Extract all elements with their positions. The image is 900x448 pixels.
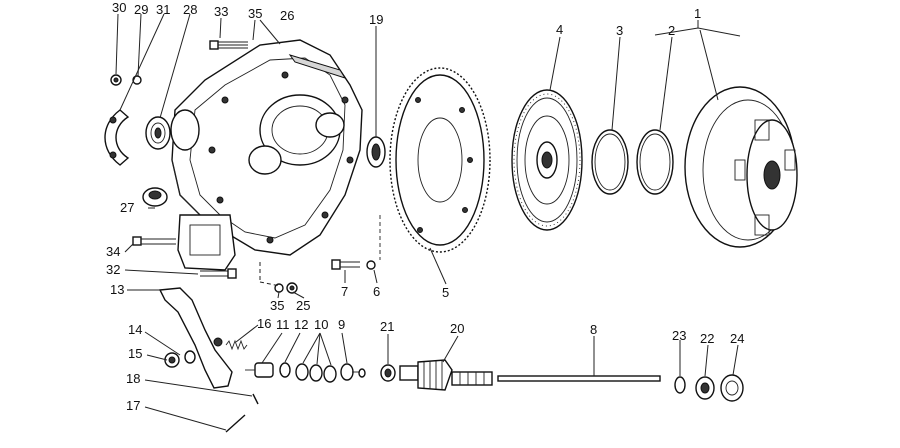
clutch-disc-4 <box>511 89 583 231</box>
washer-23 <box>674 376 686 394</box>
callout-32: 32 <box>106 262 120 277</box>
callout-labels: 30 29 31 28 33 35 26 19 4 3 2 1 27 34 32… <box>106 0 744 413</box>
callout-28: 28 <box>183 2 197 17</box>
callout-1: 1 <box>694 6 701 21</box>
callout-3: 3 <box>616 23 623 38</box>
callout-31: 31 <box>156 2 170 17</box>
plug-27 <box>142 187 168 207</box>
nut-14 <box>184 350 196 364</box>
callout-9: 9 <box>338 317 345 332</box>
bolt-34 <box>132 236 176 246</box>
flywheel-5 <box>389 67 491 253</box>
bushing-15 <box>164 352 180 368</box>
callout-5: 5 <box>442 285 449 300</box>
callout-33: 33 <box>214 4 228 19</box>
seal-12 <box>279 362 291 378</box>
callout-27: 27 <box>120 200 134 215</box>
callout-35-bottom: 35 <box>270 298 284 313</box>
bearing-22 <box>695 376 715 400</box>
bolt-33 <box>209 40 248 50</box>
callout-18: 18 <box>126 371 140 386</box>
callout-22: 22 <box>700 331 714 346</box>
release-lever-13 <box>158 287 233 389</box>
callout-23: 23 <box>672 328 686 343</box>
bolt-32 <box>200 268 237 279</box>
callout-21: 21 <box>380 319 394 334</box>
callout-2: 2 <box>668 23 675 38</box>
callout-14: 14 <box>128 322 142 337</box>
callout-8: 8 <box>590 322 597 337</box>
pin-18 <box>252 393 259 405</box>
callout-12: 12 <box>294 317 308 332</box>
push-rod-8 <box>497 375 661 382</box>
spring-16 <box>225 339 248 351</box>
callout-34: 34 <box>106 244 120 259</box>
small-nut-30 <box>110 74 122 86</box>
bearing-10 <box>295 363 337 383</box>
callout-25: 25 <box>296 298 310 313</box>
bearing-21 <box>380 364 396 382</box>
callout-19: 19 <box>369 12 383 27</box>
clutch-housing <box>170 39 363 271</box>
nut-25-lower <box>286 282 298 294</box>
half-ring-clip <box>104 109 130 166</box>
seal-19 <box>366 136 386 168</box>
ring-2 <box>636 129 674 195</box>
nut-24 <box>720 374 744 402</box>
callout-16: 16 <box>257 316 271 331</box>
callout-15: 15 <box>128 346 142 361</box>
callout-30: 30 <box>112 0 126 15</box>
bolt-7 <box>331 259 360 270</box>
callout-4: 4 <box>556 22 563 37</box>
callout-17: 17 <box>126 398 140 413</box>
callout-20: 20 <box>450 321 464 336</box>
washer-6 <box>366 260 376 270</box>
pin-17 <box>225 414 246 433</box>
callout-13: 13 <box>110 282 124 297</box>
callout-11: 11 <box>276 317 290 332</box>
input-shaft-20 <box>399 359 493 391</box>
callout-35-top: 35 <box>248 6 262 21</box>
callout-7: 7 <box>341 284 348 299</box>
plunger-9 <box>340 363 366 381</box>
pressure-plate-1 <box>684 86 798 248</box>
callout-29: 29 <box>134 2 148 17</box>
callout-10: 10 <box>314 317 328 332</box>
leader-lines <box>115 13 741 431</box>
piston-11 <box>245 362 274 378</box>
callout-6: 6 <box>373 284 380 299</box>
callout-26: 26 <box>280 8 294 23</box>
ring-3 <box>591 129 629 195</box>
callout-24: 24 <box>730 331 744 346</box>
bearing-28 <box>145 116 171 150</box>
